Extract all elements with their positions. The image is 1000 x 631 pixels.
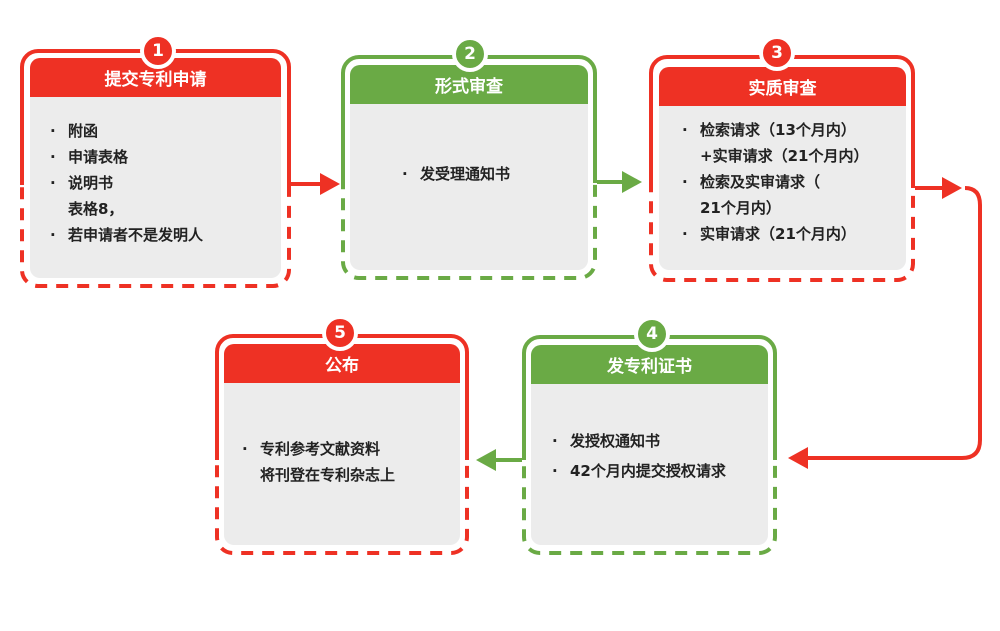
step-item: 检索请求（13个月内） — [680, 117, 868, 143]
step-items: 发授权通知书42个月内提交授权请求 — [550, 426, 726, 486]
arrow-3-4-head — [788, 447, 808, 469]
arrow-4-5-head — [476, 449, 496, 471]
arrow-3-turn-head — [942, 177, 962, 199]
step-item: 42个月内提交授权请求 — [550, 456, 726, 486]
step-item: 说明书 — [48, 170, 203, 196]
step-number-badge: 4 — [634, 316, 670, 352]
step-item: 专利参考文献资料 — [240, 436, 395, 462]
arrow-3-4-line — [806, 186, 982, 460]
step-title: 公布 — [224, 344, 460, 383]
arrow-2-3-head — [622, 171, 642, 193]
arrow-1-2-head — [320, 173, 340, 195]
step-title: 形式审查 — [350, 65, 588, 104]
step-item: 21个月内） — [700, 199, 781, 217]
step-number-badge: 5 — [322, 315, 358, 351]
step-item: +实审请求（21个月内） — [700, 147, 869, 165]
step-items: 检索请求（13个月内） +实审请求（21个月内） 检索及实审请求（ 21个月内） 实审请… — [680, 117, 868, 247]
step-item: 表格8， — [68, 200, 124, 218]
step-number-badge: 2 — [452, 36, 488, 72]
step-items: 发受理通知书 — [400, 161, 510, 187]
step-items: 附函申请表格说明书表格8， 若申请者不是发明人 — [48, 118, 203, 248]
box-border-dashed — [341, 183, 597, 280]
step-title: 实质审查 — [659, 67, 906, 106]
step-title: 发专利证书 — [531, 345, 768, 384]
step-item: 若申请者不是发明人 — [48, 222, 203, 248]
step-item: 检索及实审请求（ — [680, 169, 868, 195]
step-item: 发授权通知书 — [550, 426, 726, 456]
step-number-badge: 3 — [759, 35, 795, 71]
step-item: 将刊登在专利杂志上 — [260, 466, 396, 484]
step-item: 实审请求（21个月内） — [680, 221, 868, 247]
step-item: 附函 — [48, 118, 203, 144]
step-number-badge: 1 — [140, 33, 176, 69]
step-item: 申请表格 — [48, 144, 203, 170]
step-item: 发受理通知书 — [400, 161, 510, 187]
